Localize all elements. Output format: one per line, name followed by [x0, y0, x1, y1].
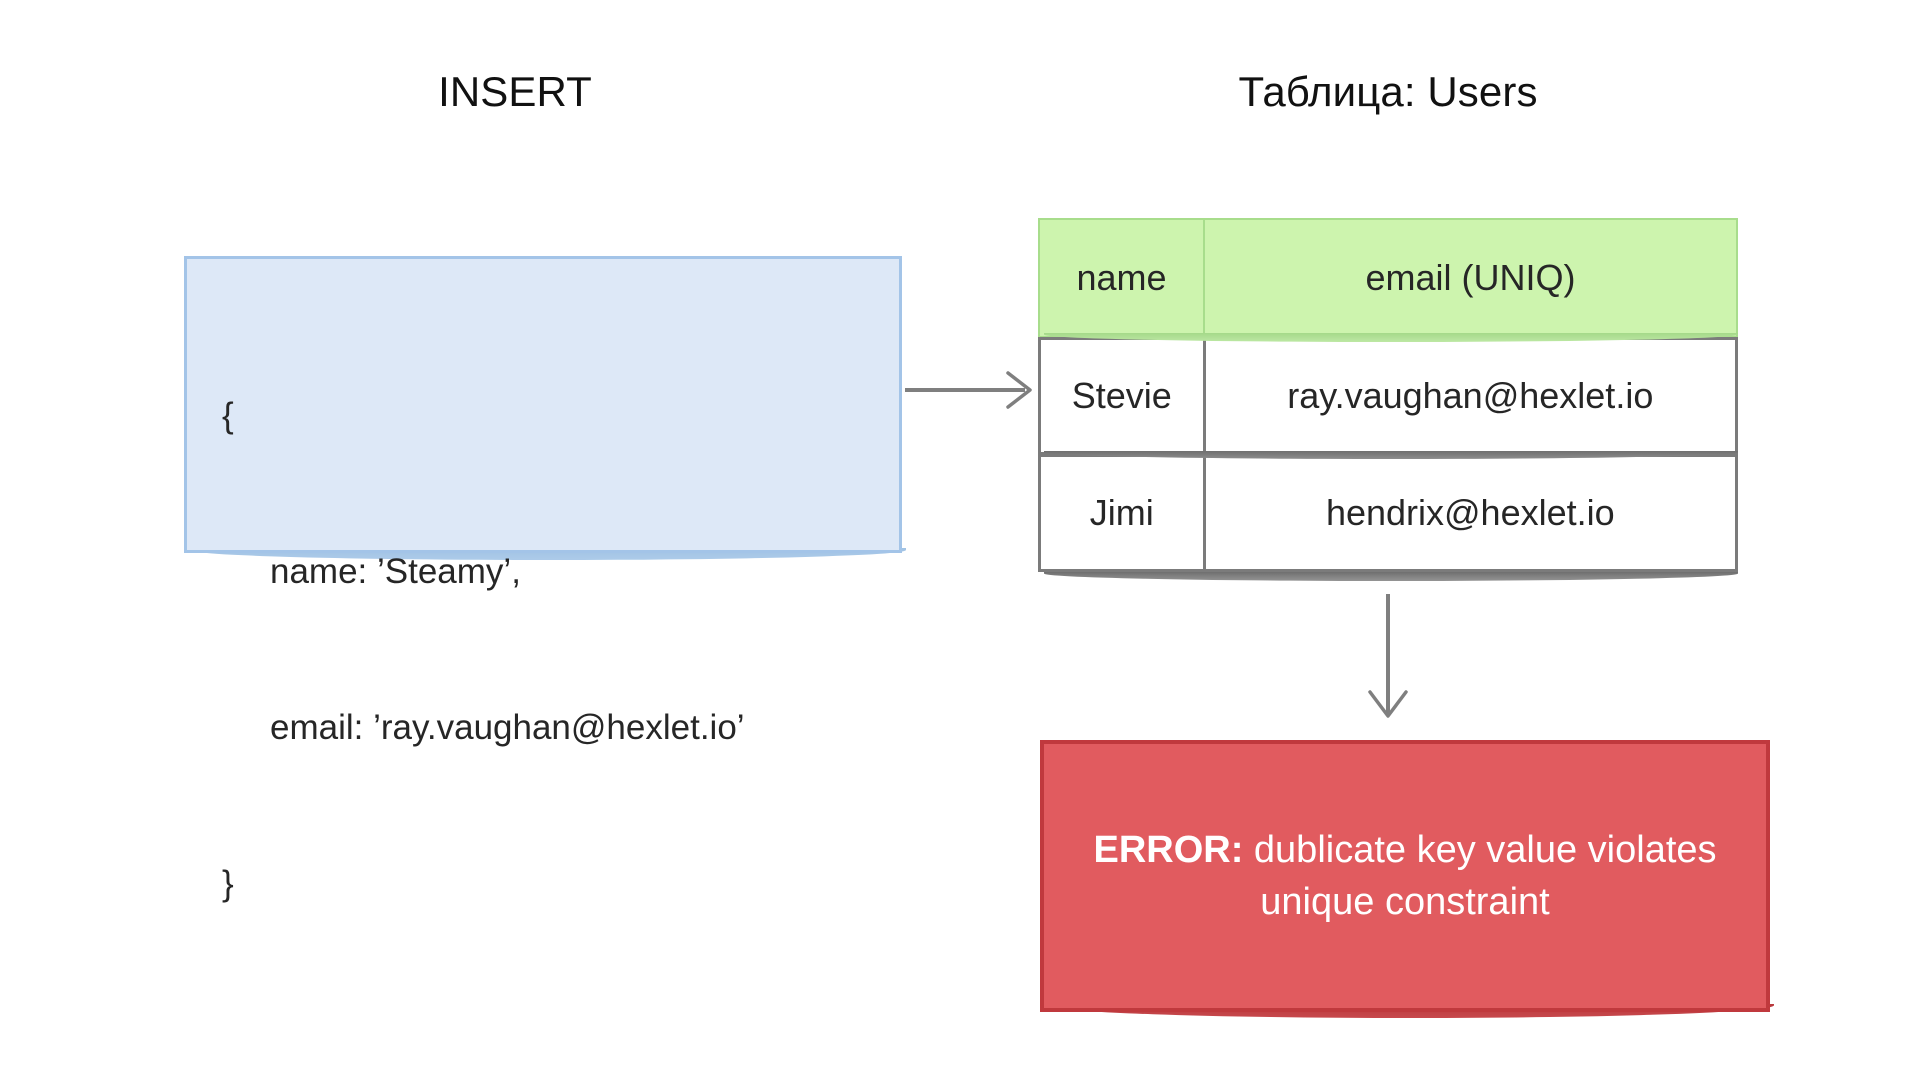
cell-name: Jimi — [1041, 457, 1206, 569]
table-row-shadow — [1044, 451, 1738, 459]
table-row: Stevie ray.vaughan@hexlet.io — [1038, 337, 1738, 455]
table-row-shadow — [1044, 572, 1738, 581]
table-to-error-arrow-shaft — [1386, 594, 1390, 714]
users-table: name email (UNIQ) Stevie ray.vaughan@hex… — [1038, 218, 1738, 572]
table-header-shadow — [1044, 333, 1738, 342]
error-message-text: ERROR: dublicate key value violates uniq… — [1044, 824, 1766, 928]
table-header-row: name email (UNIQ) — [1038, 218, 1738, 338]
insert-to-table-arrow-head — [1006, 371, 1032, 409]
insert-to-table-arrow-shaft — [905, 388, 1025, 392]
cell-name: Stevie — [1041, 340, 1206, 452]
column-header-name: name — [1040, 220, 1206, 336]
insert-section-title: INSERT — [438, 68, 592, 115]
error-detail: dublicate key value violates unique cons… — [1243, 829, 1717, 923]
insert-payload-code: { name: ’Steamy’, email: ’ray.vaughan@he… — [222, 286, 882, 1014]
code-field-name: name: ’Steamy’, — [270, 552, 521, 591]
column-header-email: email (UNIQ) — [1365, 257, 1576, 298]
cell-email: hendrix@hexlet.io — [1325, 492, 1615, 533]
insert-payload-box — [184, 256, 902, 553]
code-open-brace: { — [222, 396, 234, 435]
code-close-brace: } — [222, 864, 234, 903]
code-field-email: email: ’ray.vaughan@hexlet.io’ — [270, 708, 745, 747]
table-to-error-arrow-head — [1368, 690, 1408, 718]
error-label: ERROR: — [1093, 829, 1244, 871]
cell-email: ray.vaughan@hexlet.io — [1287, 375, 1654, 416]
table-row: Jimi hendrix@hexlet.io — [1038, 454, 1738, 572]
users-table-title: Таблица: Users — [1238, 68, 1538, 115]
error-message-box: ERROR: dublicate key value violates uniq… — [1040, 740, 1770, 1012]
